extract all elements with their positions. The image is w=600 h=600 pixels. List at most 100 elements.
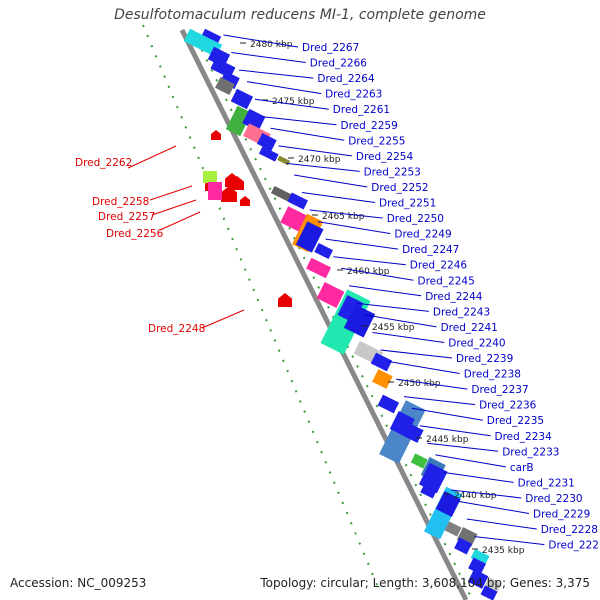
gene-block [467, 569, 489, 589]
forward-gene-leader [231, 52, 306, 64]
forward-gene-leader [443, 471, 514, 483]
gene-block [242, 108, 266, 132]
reverse-gene-block [203, 171, 217, 183]
gene-block [372, 369, 393, 389]
forward-gene-leader [239, 69, 314, 79]
accession-text: Accession: NC_009253 [10, 576, 147, 590]
forward-gene-leader [388, 361, 460, 375]
forward-gene-label: Dred_2231 [518, 477, 575, 489]
forward-gene-label: Dred_2267 [302, 42, 359, 54]
forward-gene-leader [348, 285, 422, 297]
forward-gene-label: Dred_2229 [533, 509, 590, 521]
kbp-label: 2480 kbp [250, 40, 293, 50]
forward-gene-leader [380, 349, 453, 359]
reverse-gene-block [211, 130, 221, 140]
reverse-gene-leader [159, 211, 201, 231]
gene-features [183, 28, 502, 600]
reverse-gene-label: Dred_2258 [92, 196, 149, 208]
forward-gene-label: Dred_2252 [371, 182, 428, 194]
forward-gene-leader [403, 396, 476, 406]
forward-gene-label: Dred_2263 [325, 89, 382, 101]
forward-gene-leader [458, 501, 530, 514]
forward-gene-leader [364, 314, 437, 328]
reverse-gene-leader [127, 145, 177, 169]
forward-gene-label: Dred_2234 [495, 431, 553, 443]
forward-gene-label: Dred_2227 [548, 540, 600, 552]
reverse-gene-block [240, 196, 250, 206]
reverse-gene-leader [149, 185, 193, 201]
forward-gene-leader [246, 81, 322, 95]
kbp-label: 2445 kbp [426, 435, 469, 445]
reverse-gene-labels: Dred_2262Dred_2258Dred_2257Dred_2256Dred… [75, 145, 245, 335]
gene-block [270, 185, 293, 203]
reverse-gene-label: Dred_2256 [106, 228, 164, 240]
kbp-label: 2435 kbp [482, 546, 525, 556]
kbp-label: 2470 kbp [298, 155, 341, 165]
forward-gene-label: Dred_2266 [310, 58, 368, 70]
forward-gene-label: Dred_2230 [525, 493, 582, 505]
reverse-gene-block [230, 176, 244, 190]
forward-gene-leader [254, 98, 329, 110]
kbp-label: 2455 kbp [372, 323, 415, 333]
forward-gene-leader [223, 34, 299, 48]
forward-gene-leader [466, 518, 537, 530]
kbp-label: 2440 kbp [454, 491, 497, 501]
genome-title: Desulfotomaculum reducens MI-1, complete… [114, 7, 486, 23]
forward-gene-label: Dred_2233 [502, 446, 559, 458]
reverse-gene-block [278, 293, 292, 307]
forward-gene-label: Dred_2239 [456, 353, 513, 365]
gene-block [287, 192, 308, 210]
reverse-gene-label: Dred_2248 [148, 323, 205, 335]
gene-block [230, 88, 254, 110]
gene-block [377, 394, 400, 414]
topology-text: Topology: circular; Length: 3,608,104 bp… [260, 576, 590, 590]
forward-gene-leader [309, 209, 383, 219]
gene-block [370, 352, 393, 372]
gene-block [420, 481, 439, 499]
forward-gene-leader [372, 331, 445, 343]
forward-gene-leader [435, 454, 506, 468]
gene-block [215, 77, 235, 95]
gene-block [468, 557, 487, 575]
gene-block [435, 491, 461, 517]
forward-gene-leader [411, 407, 483, 421]
kbp-label: 2475 kbp [272, 97, 315, 107]
reverse-gene-label: Dred_2257 [98, 211, 155, 223]
forward-gene-label: Dred_2250 [387, 213, 444, 225]
gene-block [316, 282, 345, 308]
gene-block [410, 453, 428, 469]
forward-gene-leader [317, 221, 391, 235]
forward-gene-leader [262, 116, 337, 126]
forward-gene-label: Dred_2249 [394, 229, 451, 241]
forward-gene-leader [450, 489, 522, 499]
forward-gene-label: Dred_2255 [348, 135, 405, 147]
gene-block [480, 585, 498, 600]
forward-gene-leader [270, 127, 345, 141]
forward-gene-leader [278, 145, 352, 157]
forward-gene-leader [286, 162, 360, 172]
forward-gene-leader [396, 378, 468, 390]
forward-gene-label: Dred_2244 [425, 291, 483, 303]
gene-block [444, 521, 462, 537]
forward-gene-leader [294, 174, 368, 188]
gene-block [277, 155, 291, 166]
forward-gene-label: Dred_2235 [487, 415, 544, 427]
forward-gene-leader [419, 425, 491, 437]
gene-block [258, 146, 279, 162]
reverse-gene-leader [151, 199, 197, 216]
forward-gene-leader [301, 192, 376, 203]
forward-gene-label: Dred_2251 [379, 198, 436, 210]
kbp-label: 2450 kbp [398, 379, 441, 389]
gene-block [454, 537, 473, 555]
gene-block [484, 577, 502, 593]
forward-gene-label: Dred_2247 [402, 244, 459, 256]
forward-gene-leader [325, 238, 399, 250]
forward-gene-leader [333, 256, 406, 266]
forward-gene-label: carB [510, 462, 534, 474]
gene-block [256, 133, 277, 151]
genome-backbone [179, 28, 469, 600]
forward-gene-label: Dred_2241 [441, 322, 498, 334]
forward-gene-label: Dred_2245 [418, 275, 475, 287]
